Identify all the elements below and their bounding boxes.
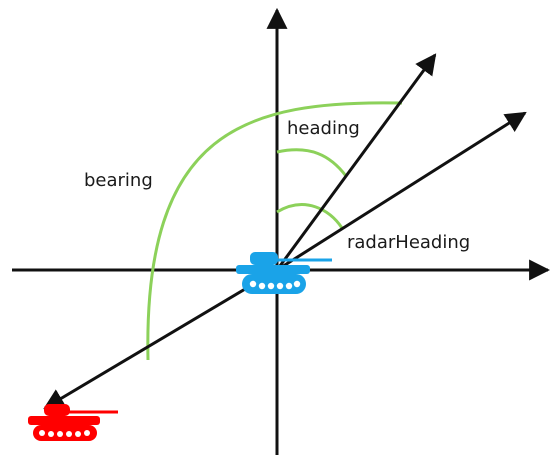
bearing-arc [146,101,403,361]
own-tank-icon [236,252,332,294]
bearing-arrow [43,268,278,410]
heading-arc [276,148,348,177]
radar-heading-arc [276,203,344,229]
heading-arrow [275,53,437,271]
enemy-tank-icon [28,404,118,441]
bearing-label: bearing [84,170,153,191]
heading-label: heading [287,118,360,139]
radar-heading-label: radarHeading [347,232,470,253]
radar-heading-arrow [276,111,527,272]
